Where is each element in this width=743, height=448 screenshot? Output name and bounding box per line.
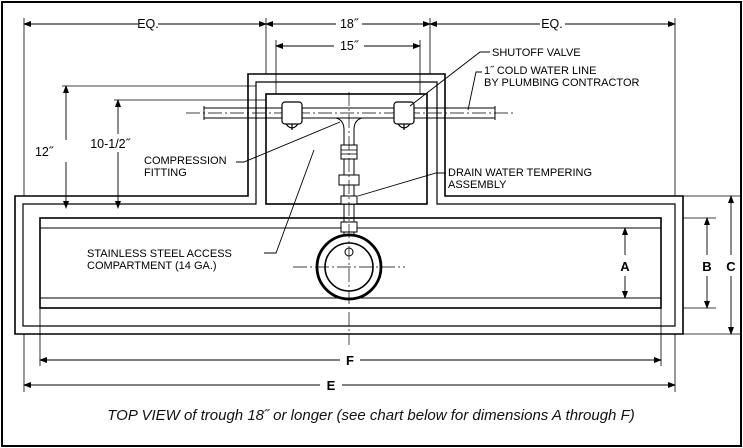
leader-cold-water-line [467, 71, 482, 111]
dim-12: 12˝ [35, 145, 54, 159]
trough-inner-outline [22, 81, 676, 327]
dim-e: E [327, 378, 336, 393]
dim-15: 15˝ [340, 39, 359, 53]
dim-eq-left: EQ. [137, 17, 159, 31]
dim-10-5: 10-1/2˝ [90, 137, 130, 151]
dim-c: C [726, 259, 736, 274]
callout-cold-water-line-1: 1˝ COLD WATER LINE [484, 65, 596, 77]
leader-shutoff-valve [409, 51, 490, 107]
leader-access-compartment [264, 149, 315, 254]
callout-shutoff-valve: SHUTOFF VALVE [492, 47, 581, 59]
dim-b: B [702, 259, 711, 274]
trough-outer-outline [14, 73, 684, 335]
dim-eq-right: EQ. [541, 17, 563, 31]
dim-f: F [346, 353, 354, 368]
dim-a: A [620, 259, 630, 274]
shutoff-valve-left [281, 101, 303, 130]
leader-drain-tempering [357, 172, 446, 197]
trough-basin [39, 217, 662, 309]
callout-drain-tempering-2: ASSEMBLY [448, 179, 507, 191]
leader-compression-fitting [236, 121, 341, 163]
callout-compression-fitting-1: COMPRESSION [144, 155, 227, 167]
callout-access-compartment-2: COMPARTMENT (14 GA.) [87, 260, 217, 272]
callout-drain-tempering-1: DRAIN WATER TEMPERING [448, 167, 592, 179]
tee-fitting [335, 117, 363, 145]
dim-18: 18˝ [340, 17, 359, 31]
callout-cold-water-line-2: BY PLUMBING CONTRACTOR [484, 77, 640, 89]
callout-access-compartment-1: STAINLESS STEEL ACCESS [87, 248, 232, 260]
shutoff-valve-right [393, 101, 415, 130]
callout-compression-fitting-2: FITTING [144, 167, 187, 179]
drawing-caption: TOP VIEW of trough 18˝ or longer (see ch… [107, 407, 634, 424]
